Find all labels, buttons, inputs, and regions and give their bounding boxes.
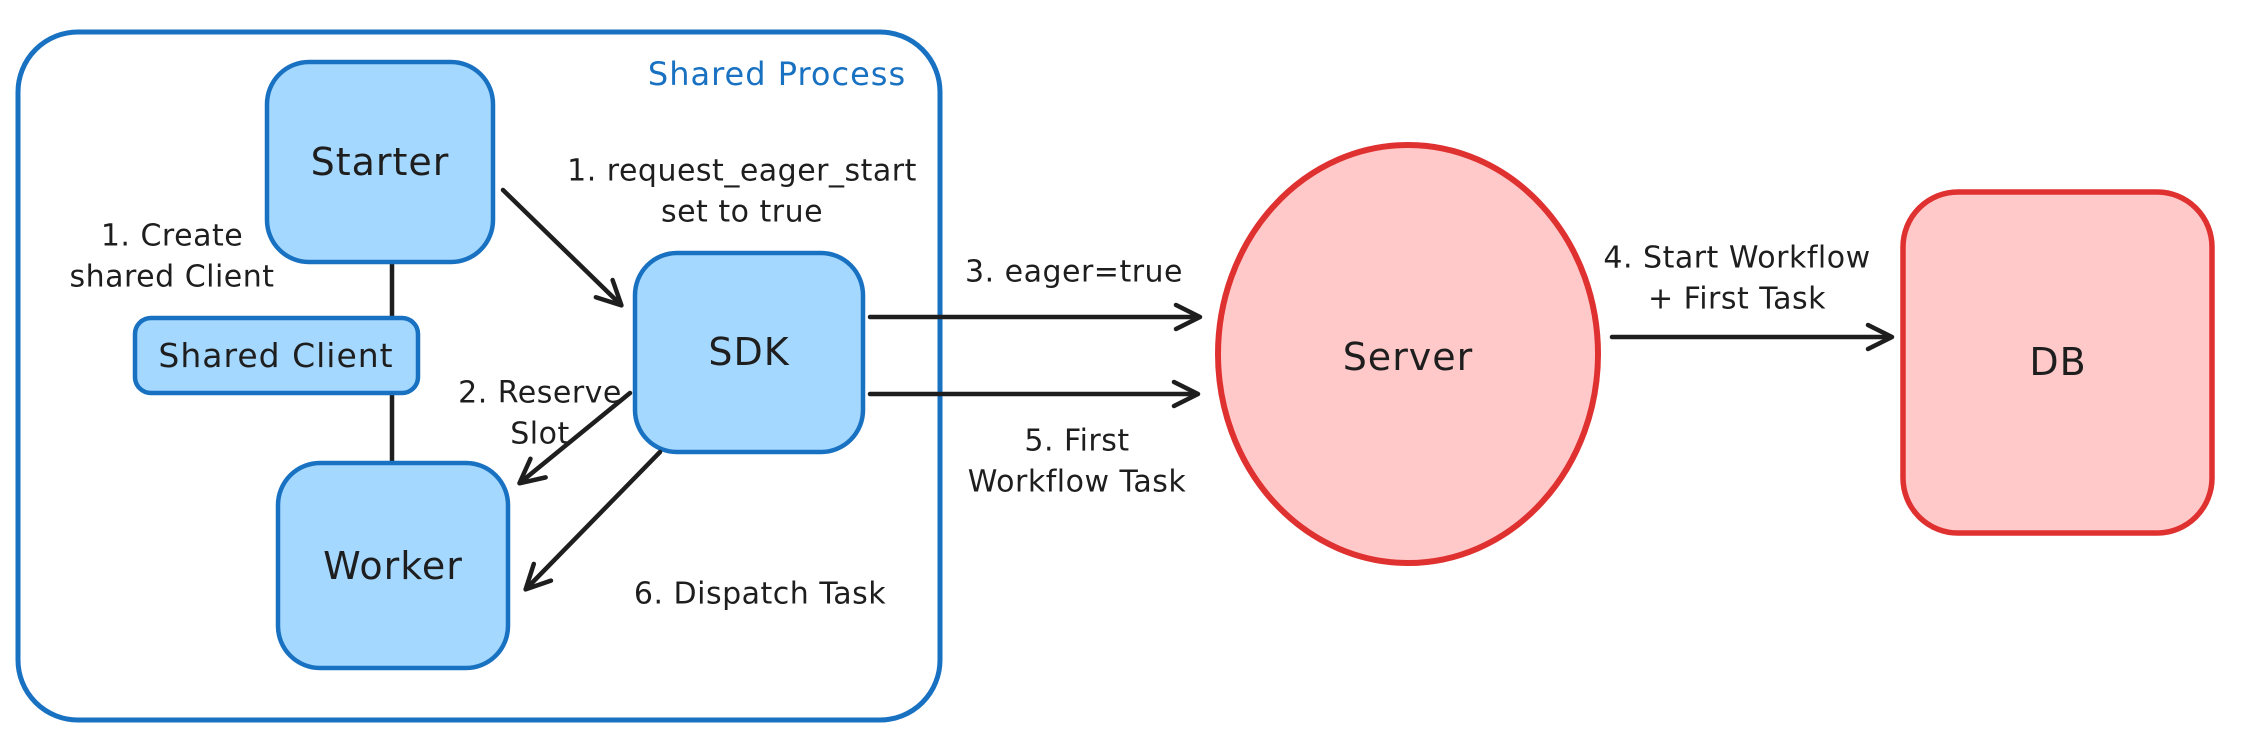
start-workflow-line2: + First Task [1647,282,1827,317]
eager-true-label: 3. eager=true [964,254,1184,290]
create-shared-client-line2: shared Client [69,260,275,295]
starter-label: Starter [310,139,450,184]
request-eager-start-line2: set to true [660,195,824,230]
starter-node [264,59,496,265]
start-workflow-label: 4. Start Workflow + First Task [1603,238,1870,321]
sdk-node [632,250,866,455]
first-workflow-task-line1: 5. First [1024,423,1130,459]
server-label: Server [1342,334,1474,379]
worker-label: Worker [323,543,463,588]
create-shared-client-line1: 1. Create [100,218,244,254]
db-node [1900,189,2215,536]
db-label: DB [2029,339,2087,384]
server-node [1215,142,1601,566]
edge-dispatch-task [523,449,663,592]
edge-reserve-slot [517,390,633,486]
reserve-slot-line2: Slot [510,417,570,452]
first-workflow-task-label: 5. First Workflow Task [968,421,1187,504]
edge-request-eager-start [500,187,624,308]
sdk-label: SDK [708,329,790,374]
shared-client-label: Shared Client [158,336,394,376]
shared-process-label: Shared Process [647,54,907,93]
dispatch-task-label: 6. Dispatch Task [633,576,887,612]
reserve-slot-line1: 2. Reserve [458,375,622,411]
start-workflow-line1: 4. Start Workflow [1603,240,1871,276]
create-shared-client-label: 1. Create shared Client [69,216,274,299]
shared-process-container [15,29,943,723]
reserve-slot-label: 2. Reserve Slot [458,373,622,456]
request-eager-start-label: 1. request_eager_start set to true [567,151,917,234]
worker-node [275,460,511,671]
shared-client-node [132,315,421,396]
request-eager-start-line1: 1. request_eager_start [567,153,917,189]
first-workflow-task-line2: Workflow Task [967,465,1187,500]
